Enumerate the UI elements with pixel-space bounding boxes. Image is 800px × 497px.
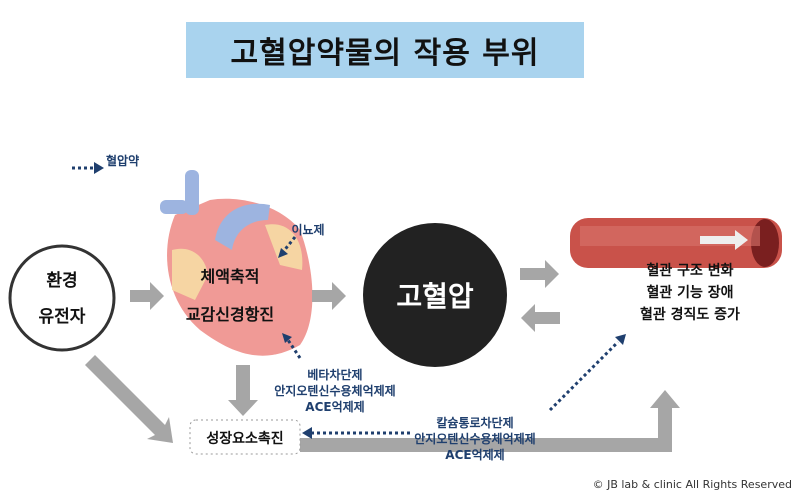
hypertension-label: 고혈압 — [396, 280, 474, 313]
flow-arrows — [85, 260, 680, 452]
heart-illustration — [160, 170, 313, 356]
growth-box — [189, 419, 301, 455]
legend-label: 혈압약 — [106, 154, 140, 168]
page-title: 고혈압약물의 작용 부위 — [186, 22, 584, 78]
growth-label: 성장요소촉진 — [206, 431, 284, 447]
copyright: © JB lab & clinic All Rights Reserved — [592, 478, 792, 491]
environment-circle — [8, 244, 116, 352]
diuretic-label: 이뇨제 — [291, 223, 325, 237]
hypertension-circle — [363, 223, 507, 367]
vessel-illustration — [570, 218, 782, 268]
